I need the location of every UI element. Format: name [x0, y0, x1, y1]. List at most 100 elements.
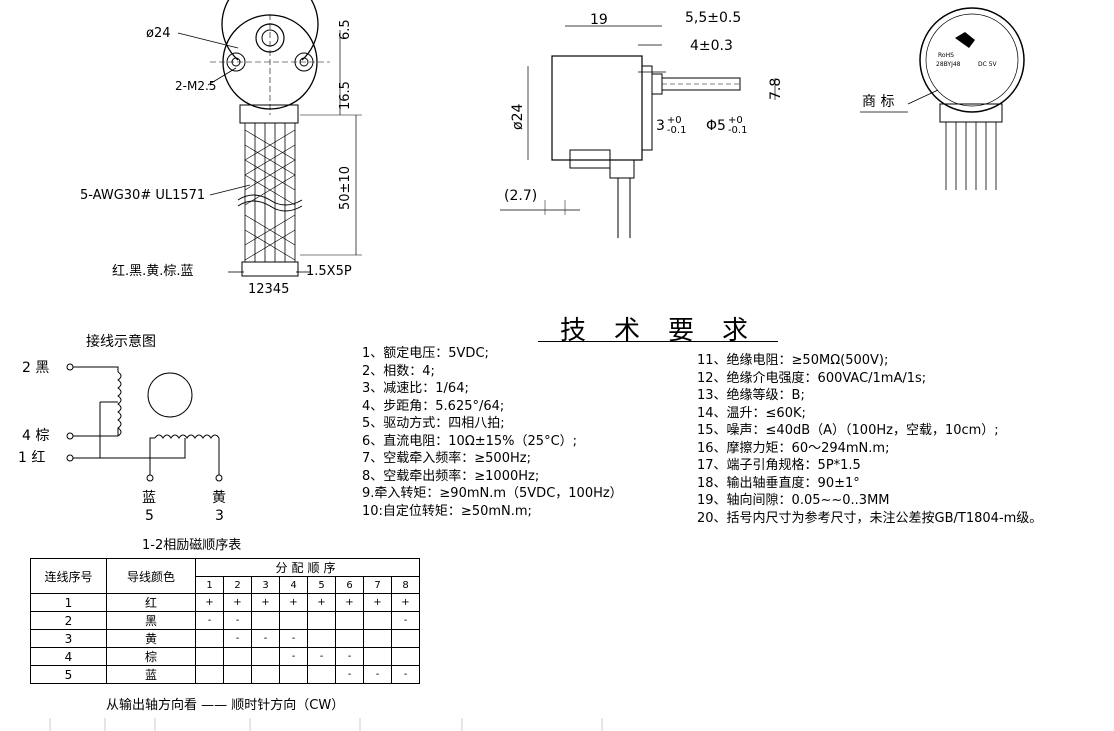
row-cell — [335, 611, 364, 630]
row-cell — [335, 629, 364, 648]
step-header: 4 — [279, 576, 308, 594]
wiring-w3-num: 3 — [215, 508, 224, 524]
front-screw-label: 2-M2.5 — [175, 79, 217, 93]
spec-item: 17、端子引角规格：5P*1.5 — [697, 458, 861, 473]
row-cell: - — [335, 647, 364, 666]
step-header: 8 — [391, 576, 420, 594]
row-cell: - — [279, 647, 308, 666]
col-header-no: 连线序号 — [30, 558, 107, 594]
col-header-color: 导线颜色 — [106, 558, 196, 594]
row-cell — [195, 665, 224, 684]
row-cell: - — [251, 629, 280, 648]
side-dim-4: 4±0.3 — [690, 38, 733, 54]
step-header: 6 — [335, 576, 364, 594]
spec-item: 18、输出轴垂直度：90±1° — [697, 475, 860, 491]
front-dim-6-5: 6.5 — [338, 19, 353, 40]
front-dia-label: ø24 — [146, 26, 171, 41]
row-cell: - — [195, 611, 224, 630]
wiring-w1: 1 红 — [18, 450, 46, 466]
row-cell — [223, 665, 252, 684]
side-dim-5-base: Φ5 — [706, 118, 726, 134]
row-color: 黄 — [106, 629, 196, 648]
row-cell: - — [391, 611, 420, 630]
row-cell: - — [223, 629, 252, 648]
spec-item: 8、空载牵出频率：≥1000Hz; — [362, 468, 540, 484]
back-label-model: 28BYJ48 — [936, 61, 961, 68]
front-pins-label: 12345 — [248, 282, 290, 297]
back-label-rohs: RoHS — [938, 52, 954, 59]
back-brand-label: 商 标 — [862, 94, 895, 110]
specs-title-underline — [538, 341, 778, 342]
row-cell — [391, 647, 420, 666]
spec-item: 16、摩擦力矩：60～294mN.m; — [697, 440, 890, 456]
specs-left-list: 1、额定电压：5VDC; 2、相数：4; 3、减速比：1/64; 4、步距角：5… — [362, 345, 623, 520]
spec-item: 12、绝缘介电强度：600VAC/1mA/1s; — [697, 370, 927, 386]
side-dim-3-tol-up: +0 — [666, 115, 682, 126]
front-dim-50: 50±10 — [338, 166, 353, 210]
side-dim-19: 19 — [590, 12, 608, 28]
front-connector-label: 1.5X5P — [306, 264, 352, 279]
spec-item: 14、温升：≤60K; — [697, 405, 806, 421]
row-cell: - — [391, 665, 420, 684]
wiring-w2: 2 黑 — [22, 360, 50, 376]
spec-item: 7、空载牵入频率：≥500Hz; — [362, 451, 531, 466]
side-dim-3-tol-dn: -0.1 — [666, 125, 687, 136]
side-dim-5: Φ5+0-0.1 — [706, 116, 747, 136]
row-color: 红 — [106, 593, 196, 612]
row-cell — [391, 629, 420, 648]
row-cell — [307, 611, 336, 630]
spec-item: 15、噪声：≤40dB（A）（100Hz，空载，10cm）; — [697, 423, 999, 438]
wiring-w5-num: 5 — [145, 508, 154, 524]
wiring-w4: 4 棕 — [22, 428, 50, 444]
row-cell: - — [279, 629, 308, 648]
spec-item: 3、减速比：1/64; — [362, 381, 469, 396]
step-header: 5 — [307, 576, 336, 594]
side-dim-5-5: 5,5±0.5 — [685, 10, 742, 26]
side-dim-7-8: 7.8 — [768, 77, 784, 100]
row-cell — [363, 611, 392, 630]
row-cell — [363, 647, 392, 666]
step-header: 7 — [363, 576, 392, 594]
front-dim-16-5: 16.5 — [338, 81, 353, 110]
row-cell — [307, 665, 336, 684]
spec-item: 10:自定位转矩：≥50mN.m; — [362, 503, 532, 519]
row-no: 3 — [30, 629, 107, 648]
step-header: 1 — [195, 576, 224, 594]
spec-item: 1、额定电压：5VDC; — [362, 346, 489, 361]
row-no: 5 — [30, 665, 107, 684]
row-no: 4 — [30, 647, 107, 666]
row-cell — [251, 611, 280, 630]
row-cell: + — [391, 593, 420, 612]
row-cell: + — [223, 593, 252, 612]
row-cell: + — [251, 593, 280, 612]
side-dim-2-7: (2.7) — [504, 188, 538, 204]
bottom-ruler — [49, 718, 603, 731]
side-dim-3: 3+0-0.1 — [656, 116, 686, 136]
spec-item: 5、驱动方式：四相八拍; — [362, 416, 505, 431]
row-cell: + — [279, 593, 308, 612]
row-cell: + — [307, 593, 336, 612]
side-dim-5-tol-dn: -0.1 — [727, 125, 748, 136]
sequence-footer: 从输出轴方向看 —— 顺时针方向（CW） — [106, 698, 345, 713]
spec-item: 13、绝缘等级：B; — [697, 388, 805, 403]
row-cell — [223, 647, 252, 666]
col-header-dist: 分配顺序 — [195, 558, 420, 577]
row-cell — [195, 647, 224, 666]
step-header: 2 — [223, 576, 252, 594]
side-dim-3-base: 3 — [656, 118, 665, 134]
row-cell — [307, 629, 336, 648]
spec-item: 9.牵入转矩：≥90mN.m（5VDC，100Hz） — [362, 486, 623, 501]
row-cell: + — [335, 593, 364, 612]
row-cell: + — [195, 593, 224, 612]
spec-item: 11、绝缘电阻：≥50MΩ(500V); — [697, 353, 889, 368]
row-color: 棕 — [106, 647, 196, 666]
wiring-title: 接线示意图 — [86, 334, 156, 350]
sequence-title: 1-2相励磁顺序表 — [142, 538, 242, 553]
row-cell — [251, 647, 280, 666]
